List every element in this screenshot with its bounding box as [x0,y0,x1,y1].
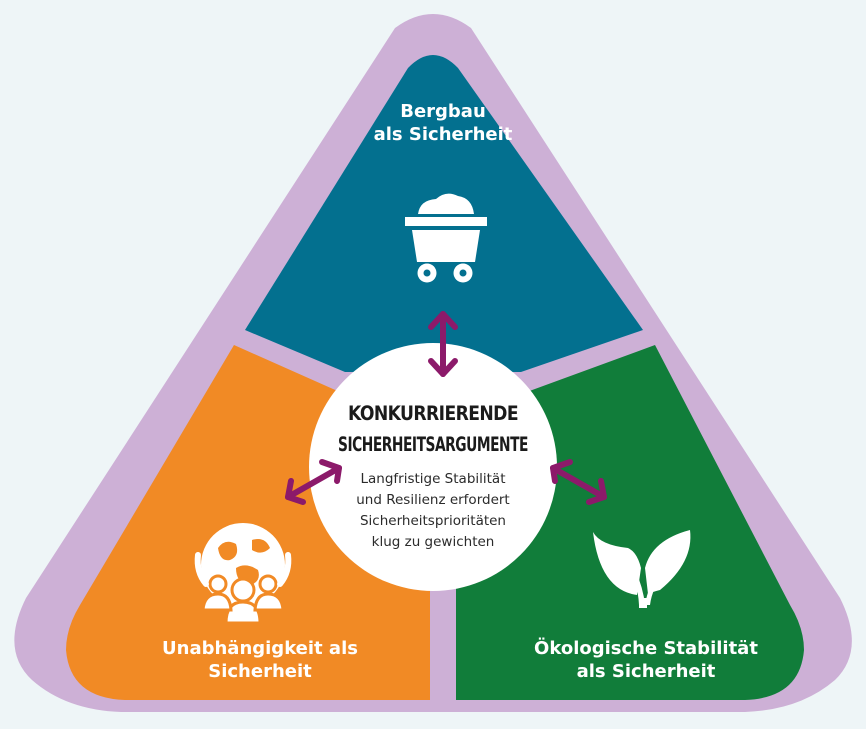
right-label-line2: als Sicherheit [577,661,716,682]
center-body-line2: und Resilienz erfordert [356,492,509,508]
right-label-line1: Ökologische Stabilität [534,637,758,659]
top-label-line1: Bergbau [400,101,486,122]
people-globe-icon [194,523,292,625]
center-title-line1: KONKURRIERENDE [348,402,518,425]
mine-cart-icon [405,193,487,283]
leaf-sprout-icon [593,530,691,608]
center-circle [309,343,557,591]
center-body-line3: Sicherheitsprioritäten [360,513,506,529]
left-label-line2: Sicherheit [208,661,312,682]
top-label-line2: als Sicherheit [374,124,513,145]
center-body-line4: klug zu gewichten [372,534,495,550]
arrow-right [550,459,607,505]
arrow-left [285,459,342,505]
center-title-line2: SICHERHEITSARGUMENTE [338,433,528,456]
arrow-top [428,311,458,377]
center-body-line1: Langfristige Stabilität [360,471,505,487]
left-label-line1: Unabhängigkeit als [162,638,358,659]
arrows [285,311,607,505]
